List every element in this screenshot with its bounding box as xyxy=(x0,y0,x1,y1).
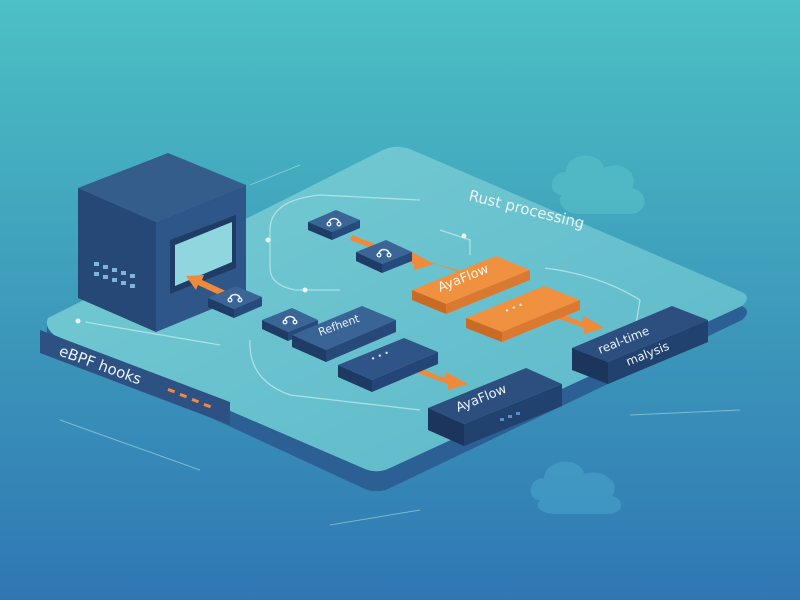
led-indicators xyxy=(500,412,520,421)
background-lines xyxy=(59,164,741,526)
circuit-traces xyxy=(84,194,641,411)
platform-top xyxy=(46,146,748,472)
chip-block-mid-top xyxy=(356,240,412,273)
ayaflow-block-middle: • • • xyxy=(466,286,580,342)
buffer-block: • • • xyxy=(338,338,438,392)
ayaflow-block-top: AyaFlow xyxy=(412,256,530,314)
server-icon xyxy=(78,153,246,332)
chip-block-top xyxy=(308,210,360,240)
realtime-analysis-block: real-time malysis xyxy=(572,306,708,384)
retrieval-block: Refhent xyxy=(292,306,396,362)
cloud-icon xyxy=(551,155,645,214)
led-indicators xyxy=(167,388,212,409)
chip-block-left xyxy=(208,286,262,318)
trace-nodes xyxy=(75,233,467,324)
server-vent-lights xyxy=(94,262,135,288)
cloud-icon xyxy=(530,461,622,514)
